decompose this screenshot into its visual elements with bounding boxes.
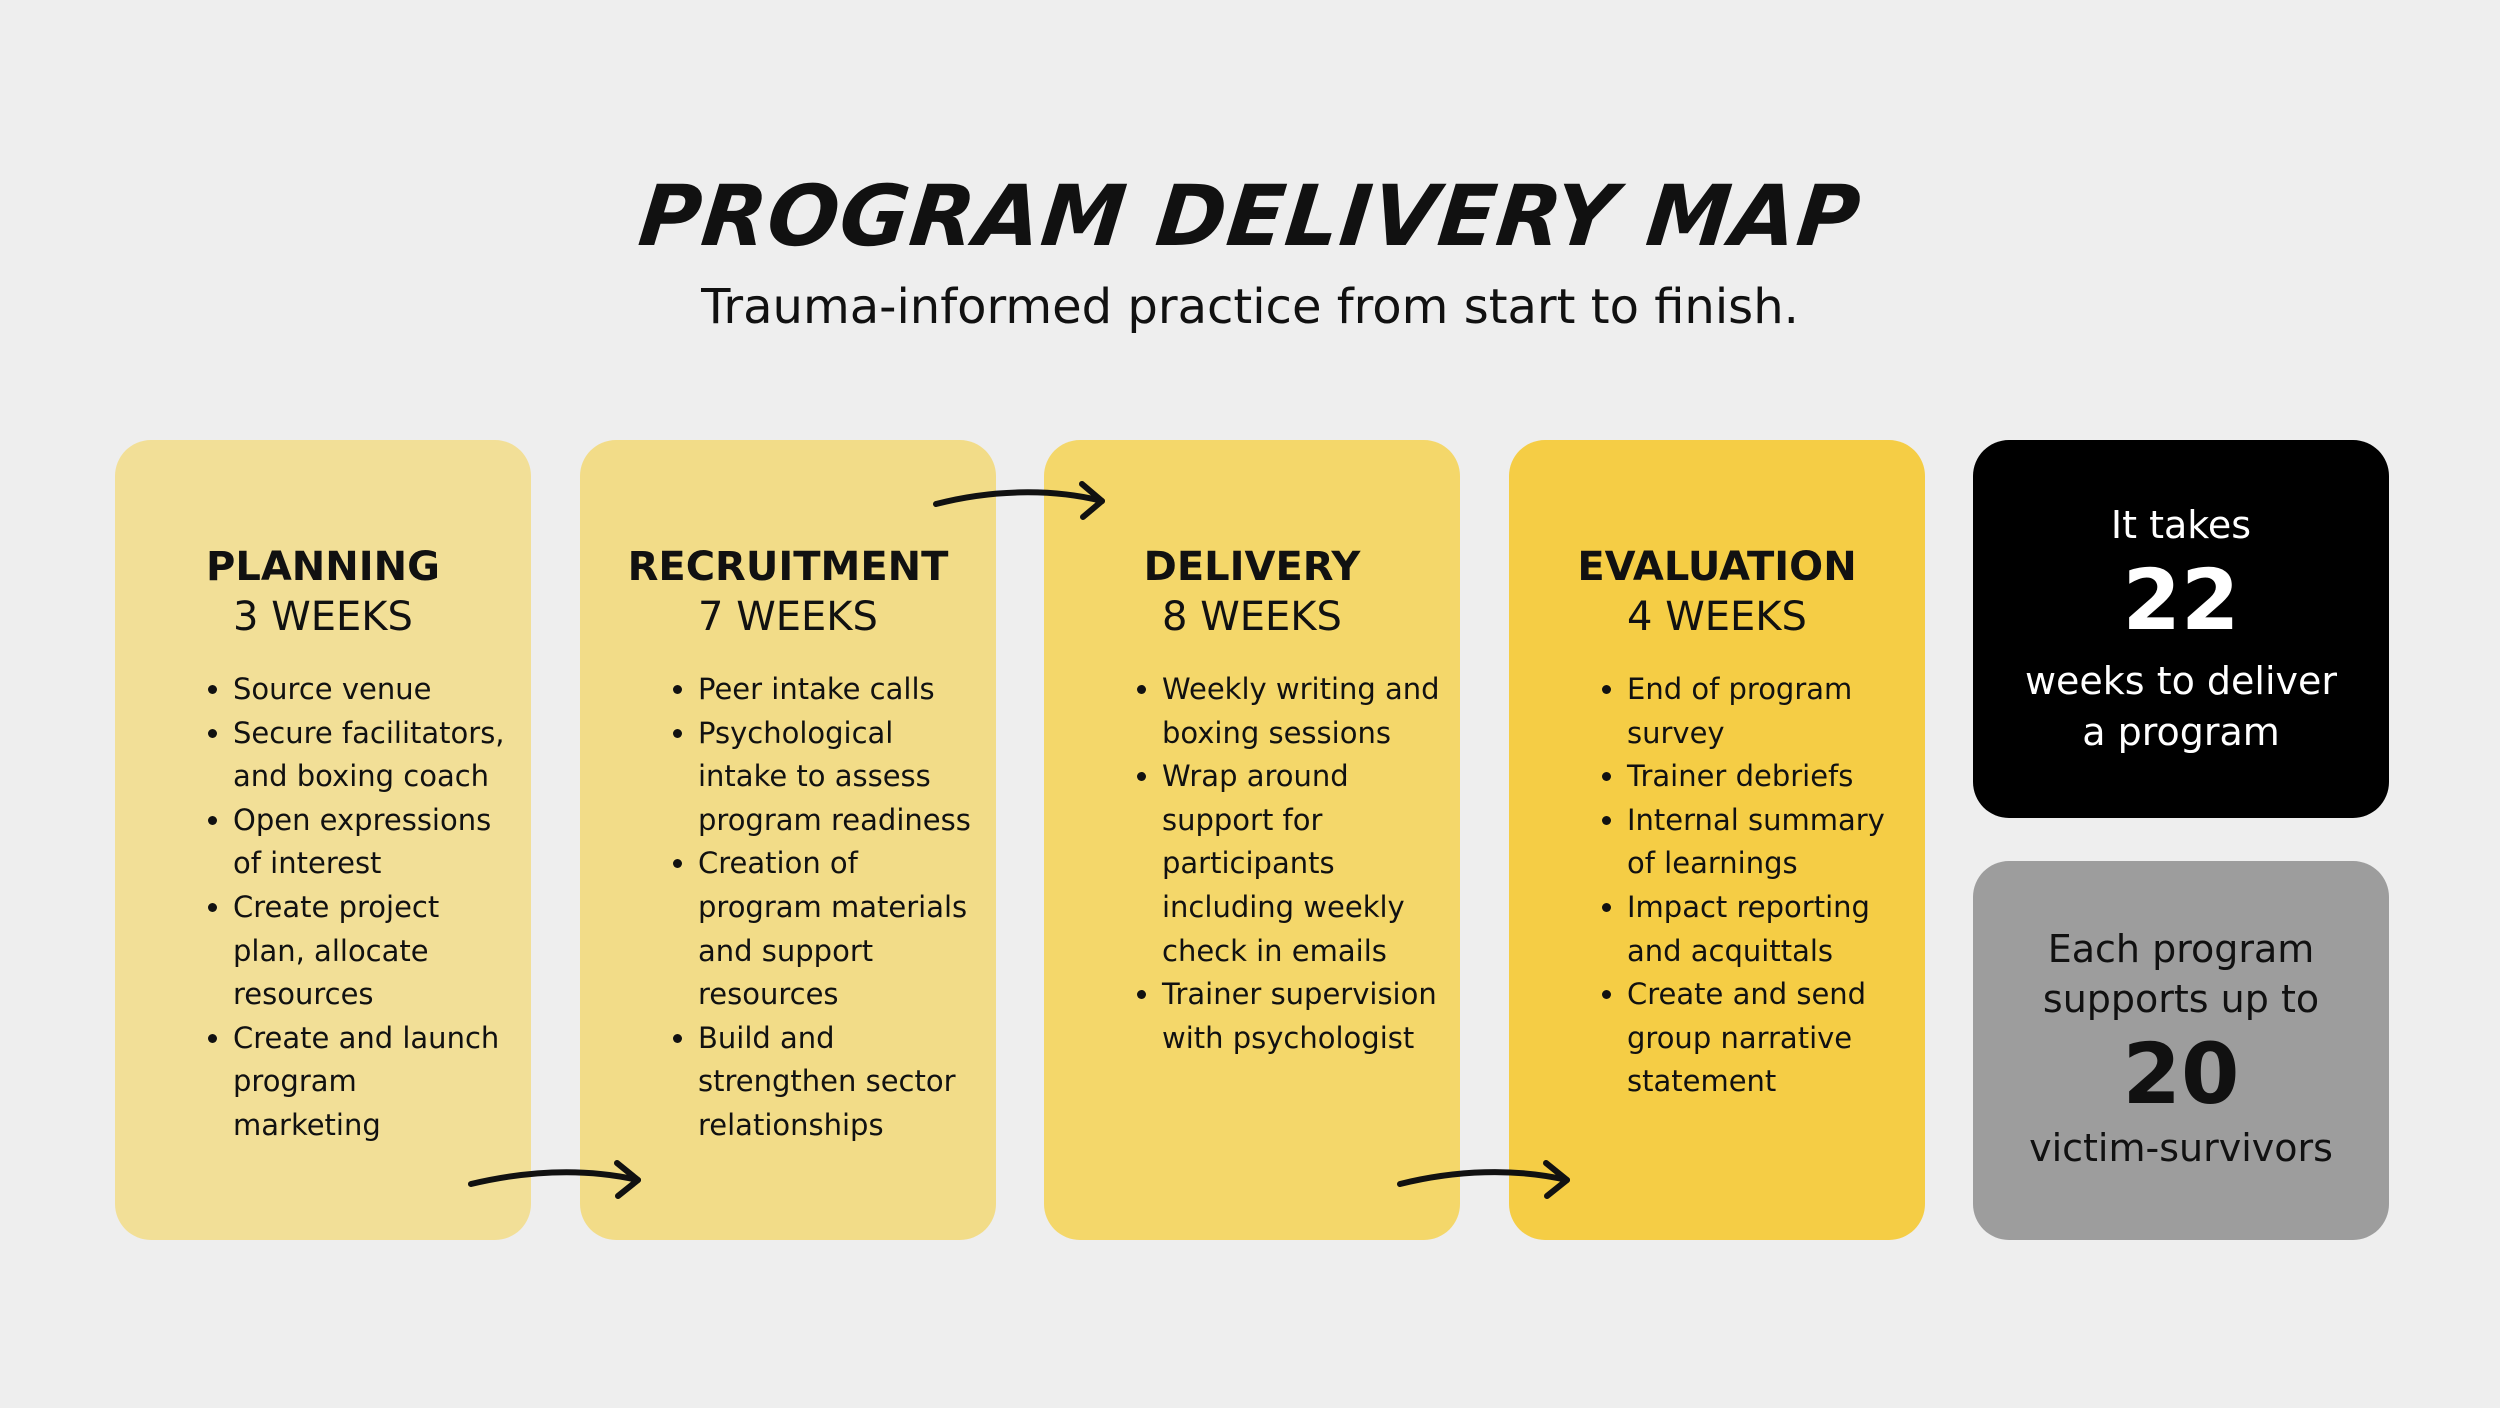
stage-duration: 8 WEEKS — [1162, 594, 1342, 640]
stage-task-list: Peer intake calls Psychological intake t… — [654, 668, 976, 1148]
total-prefix: It takes — [2110, 503, 2252, 547]
stage-task-item: Wrap around support for participants inc… — [1162, 755, 1440, 973]
stage-task-item: Open expressions of interest — [233, 799, 511, 886]
stage-task-item: End of program survey — [1627, 668, 1905, 755]
stage-name: PLANNING — [206, 544, 440, 590]
stage-task-item: Build and strengthen sector relationship… — [698, 1017, 976, 1148]
total-suffix-line1: weeks to deliver — [2024, 659, 2338, 703]
total-suffix-line2: a program — [2082, 710, 2280, 754]
stage-task-item: Create and launch program marketing — [233, 1017, 511, 1148]
stage-task-item: Creation of program materials and suppor… — [698, 842, 976, 1016]
total-duration-card: It takes 22 weeks to deliver a program — [1973, 440, 2389, 818]
stage-task-item: Create project plan, allocate resources — [233, 886, 511, 1017]
stage-task-item: Internal summary of learnings — [1627, 799, 1905, 886]
stage-task-item: Trainer supervision with psychologist — [1162, 973, 1440, 1060]
stage-task-item: Impact reporting and acquittals — [1627, 886, 1905, 973]
stage-card-evaluation: EVALUATION 4 WEEKS End of program survey… — [1509, 440, 1925, 1240]
stage-task-list: Weekly writing and boxing sessions Wrap … — [1118, 668, 1440, 1060]
stage-duration: 3 WEEKS — [233, 594, 413, 640]
stage-task-item: Weekly writing and boxing sessions — [1162, 668, 1440, 755]
stage-name: DELIVERY — [1143, 544, 1361, 590]
arrow-icon — [933, 481, 1105, 520]
arrow-icon — [468, 1160, 641, 1199]
stage-duration: 7 WEEKS — [698, 594, 878, 640]
stage-task-item: Psychological intake to assess program r… — [698, 712, 976, 843]
total-weeks-number: 22 — [2122, 551, 2240, 649]
stage-task-list: End of program survey Trainer debriefs I… — [1583, 668, 1905, 1104]
capacity-suffix: victim-survivors — [2029, 1126, 2333, 1170]
stage-card-planning: PLANNING 3 WEEKS Source venue Secure fac… — [115, 440, 531, 1240]
stage-card-delivery: DELIVERY 8 WEEKS Weekly writing and boxi… — [1044, 440, 1460, 1240]
arrow-icon — [1397, 1160, 1570, 1199]
stage-card-recruitment: RECRUITMENT 7 WEEKS Peer intake calls Ps… — [580, 440, 996, 1240]
stage-task-list: Source venue Secure facilitators, and bo… — [189, 668, 511, 1148]
stage-name: RECRUITMENT — [627, 544, 949, 590]
page-subtitle: Trauma-informed practice from start to f… — [701, 279, 1799, 335]
stage-task-item: Create and send group narrative statemen… — [1627, 973, 1905, 1104]
stage-task-item: Secure facilitators, and boxing coach — [233, 712, 511, 799]
stage-name: EVALUATION — [1577, 544, 1857, 590]
capacity-number: 20 — [2122, 1025, 2240, 1123]
stage-task-item: Source venue — [233, 668, 511, 712]
capacity-prefix-line1: Each program — [2047, 927, 2315, 971]
stage-task-item: Peer intake calls — [698, 668, 976, 712]
stage-duration: 4 WEEKS — [1627, 594, 1807, 640]
capacity-prefix-line2: supports up to — [2042, 977, 2320, 1021]
participant-capacity-card: Each program supports up to 20 victim-su… — [1973, 861, 2389, 1240]
stage-task-item: Trainer debriefs — [1627, 755, 1905, 799]
